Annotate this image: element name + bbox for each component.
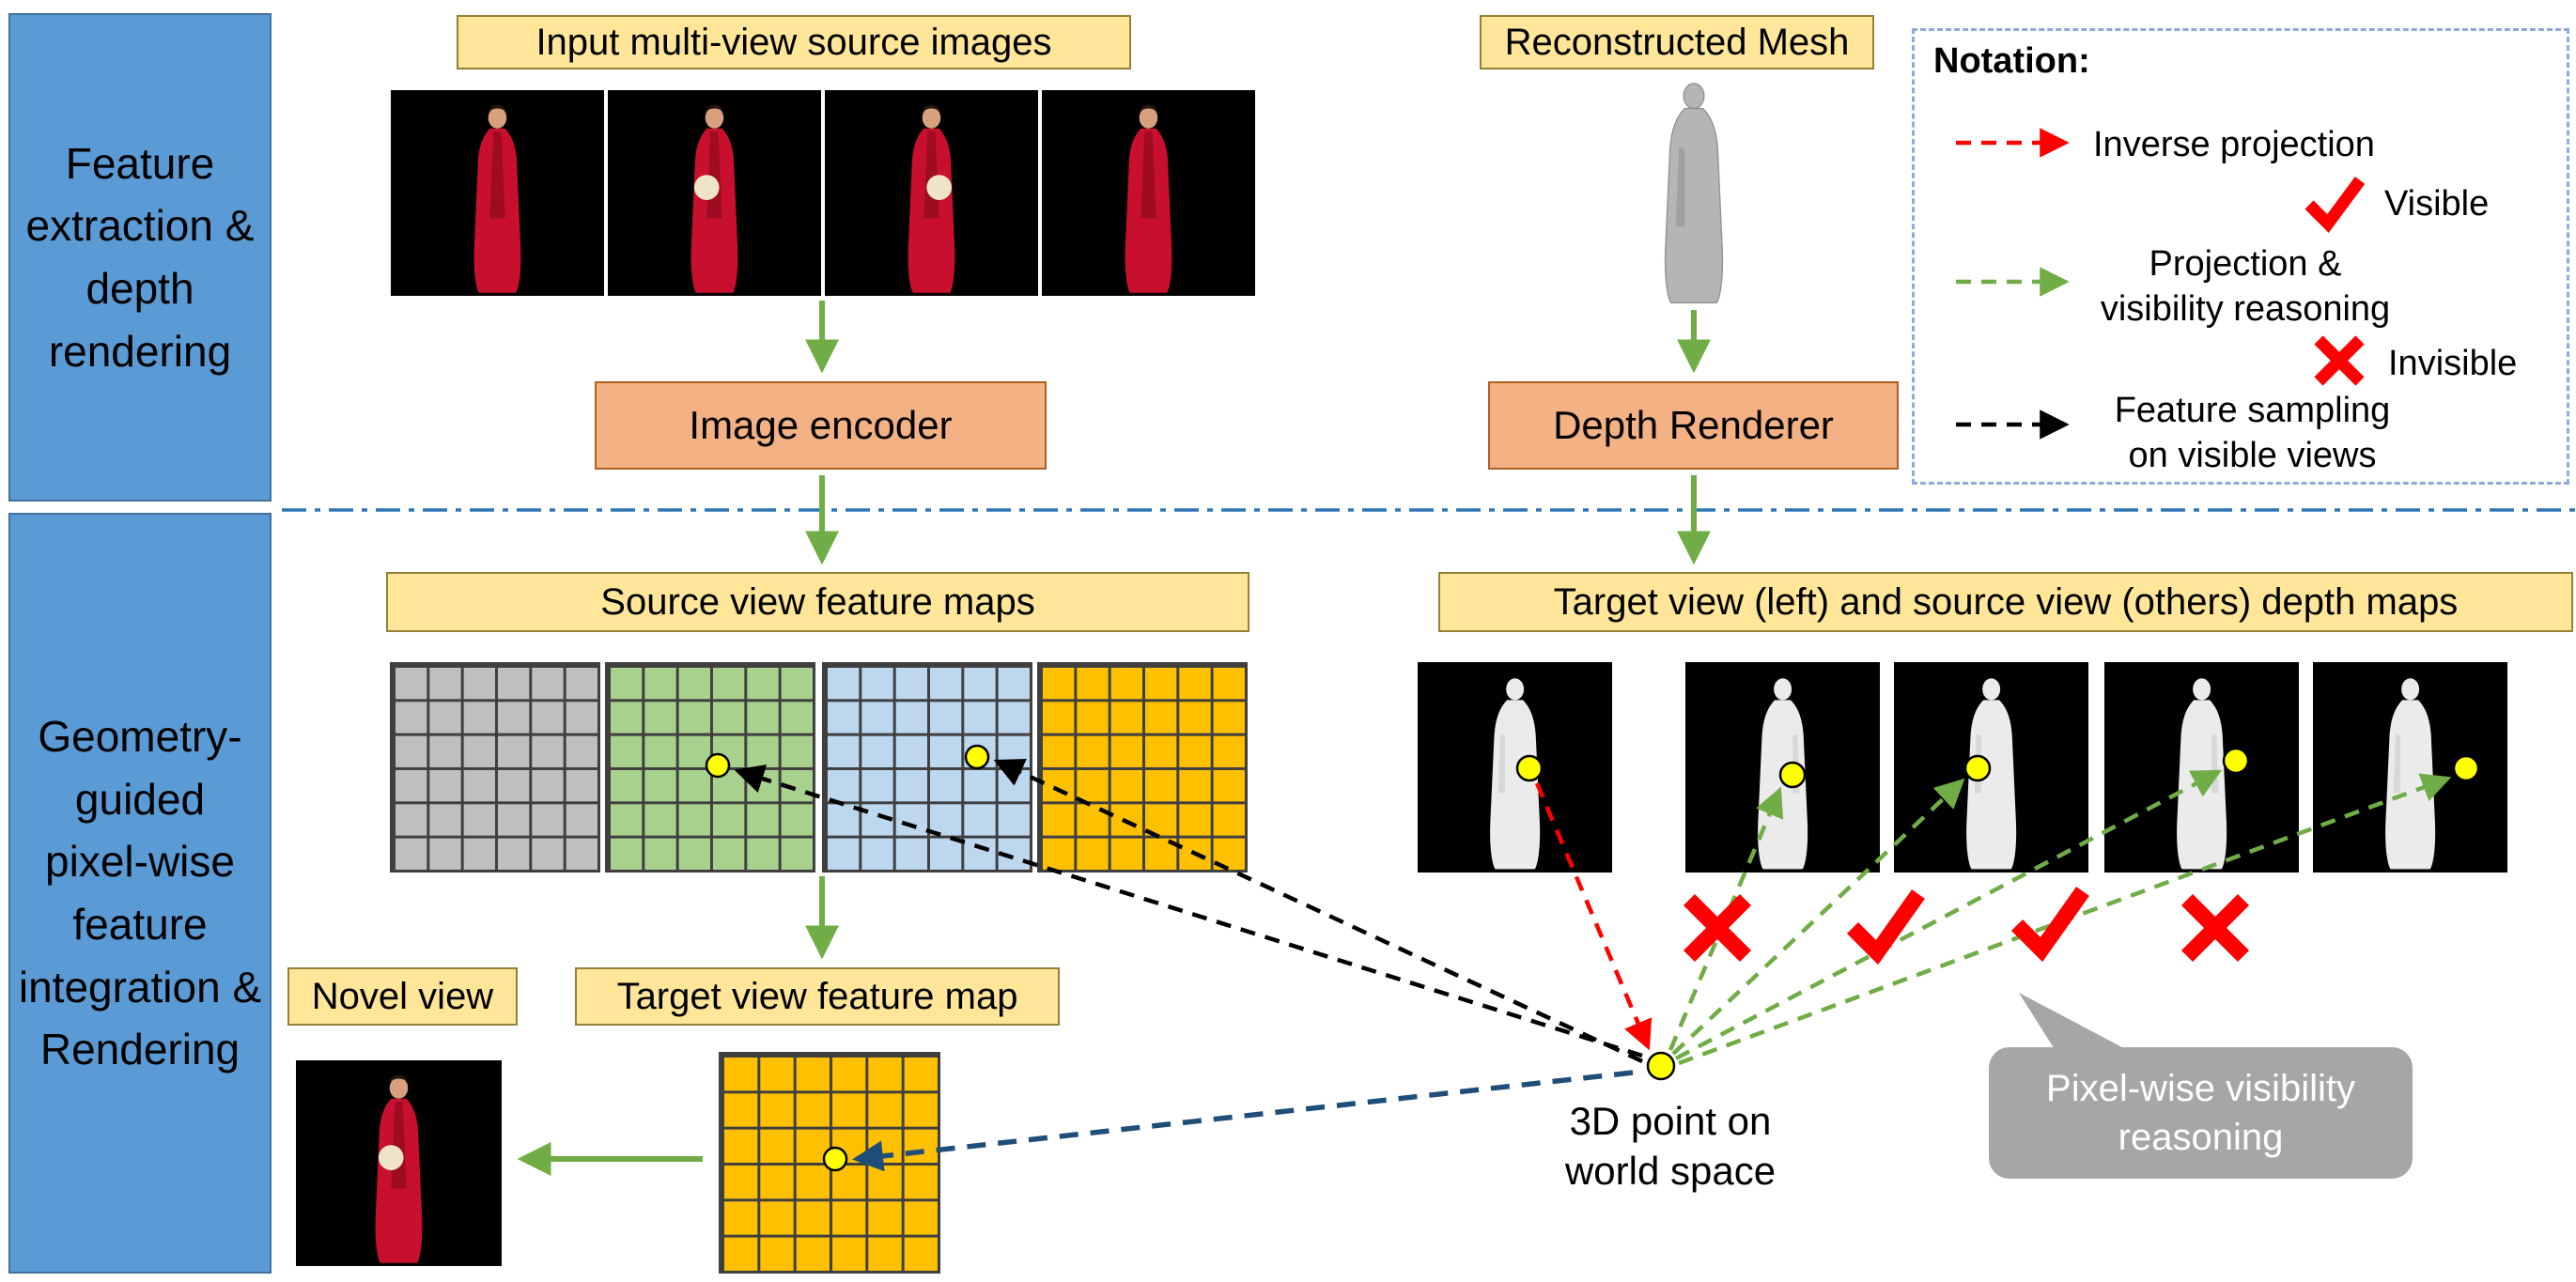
legend-inverse-projection-label: Inverse projection [2093,125,2375,164]
person-photo-icon [883,102,980,296]
stage-geometry-integration: Geometry-guided pixel-wise feature integ… [8,513,272,1274]
source-feature-maps-label: Source view feature maps [386,572,1249,632]
reconstructed-mesh-label: Reconstructed Mesh [1480,15,1874,70]
depth-maps-label: Target view (left) and source view (othe… [1438,572,2573,632]
legend-feature-sampling-label: Feature sampling on visible views [2114,391,2391,475]
input-images-label: Input multi-view source images [457,15,1131,70]
novel-view-image [296,1060,502,1266]
depth-silhouette-icon [1466,674,1564,873]
visible-check-icon [1846,889,1925,965]
target-feature-grid [719,1052,940,1274]
source-image-2 [608,90,821,296]
feature-grid-green [605,662,815,873]
point-3d-world [1646,1051,1676,1081]
depth-silhouette-icon [1942,674,2041,873]
novel-view-label: Novel view [287,967,518,1026]
person-photo-icon [350,1073,447,1266]
source-depth-map-4 [2313,662,2507,873]
person-photo-icon [666,102,763,296]
legend-projection-visibility-label: Projection & visibility reasoning [2100,244,2391,329]
source-image-1 [391,90,604,296]
visibility-marks [1683,887,2250,965]
source-depth-map-3 [2104,662,2299,873]
target-depth-map [1418,662,1612,873]
depth-silhouette-icon [1733,674,1832,873]
source-depth-map-2 [1894,662,2088,873]
feature-grid-orange [1037,662,1248,873]
legend-visible-label: Visible [2384,184,2490,224]
legend-title: Notation: [1933,41,2090,81]
stage-feature-extraction: Feature extraction & depth rendering [8,13,272,502]
world-point-label: 3D point on world space [1564,1099,1777,1193]
person-photo-icon [449,102,546,296]
reconstructed-mesh-icon [1632,79,1756,306]
feature-grid-blue [822,662,1032,873]
source-depth-map-1 [1685,662,1880,873]
target-sampling-arrow [852,1070,1634,1172]
visible-check-icon [2010,887,2089,963]
invisible-cross-icon [1683,893,1752,963]
stage-geometry-integration-label: Geometry-guided pixel-wise feature integ… [18,711,262,1074]
stage-feature-extraction-label: Feature extraction & depth rendering [25,138,255,376]
bubble-pointer [2019,993,2134,1054]
depth-renderer-box: Depth Renderer [1488,381,1899,470]
source-image-4 [1042,90,1255,296]
target-feature-map-label: Target view feature map [575,967,1060,1026]
visibility-reasoning-bubble: Pixel-wise visibility reasoning [1989,1047,2413,1179]
feature-grid-gray [390,662,600,873]
legend-invisible-label: Invisible [2388,344,2518,383]
notation-legend [1912,28,2569,485]
depth-silhouette-icon [2152,674,2251,873]
depth-silhouette-icon [2361,674,2460,873]
source-image-3 [825,90,1038,296]
invisible-cross-icon [2180,893,2250,963]
image-encoder-box: Image encoder [595,381,1047,470]
person-photo-icon [1100,102,1197,296]
